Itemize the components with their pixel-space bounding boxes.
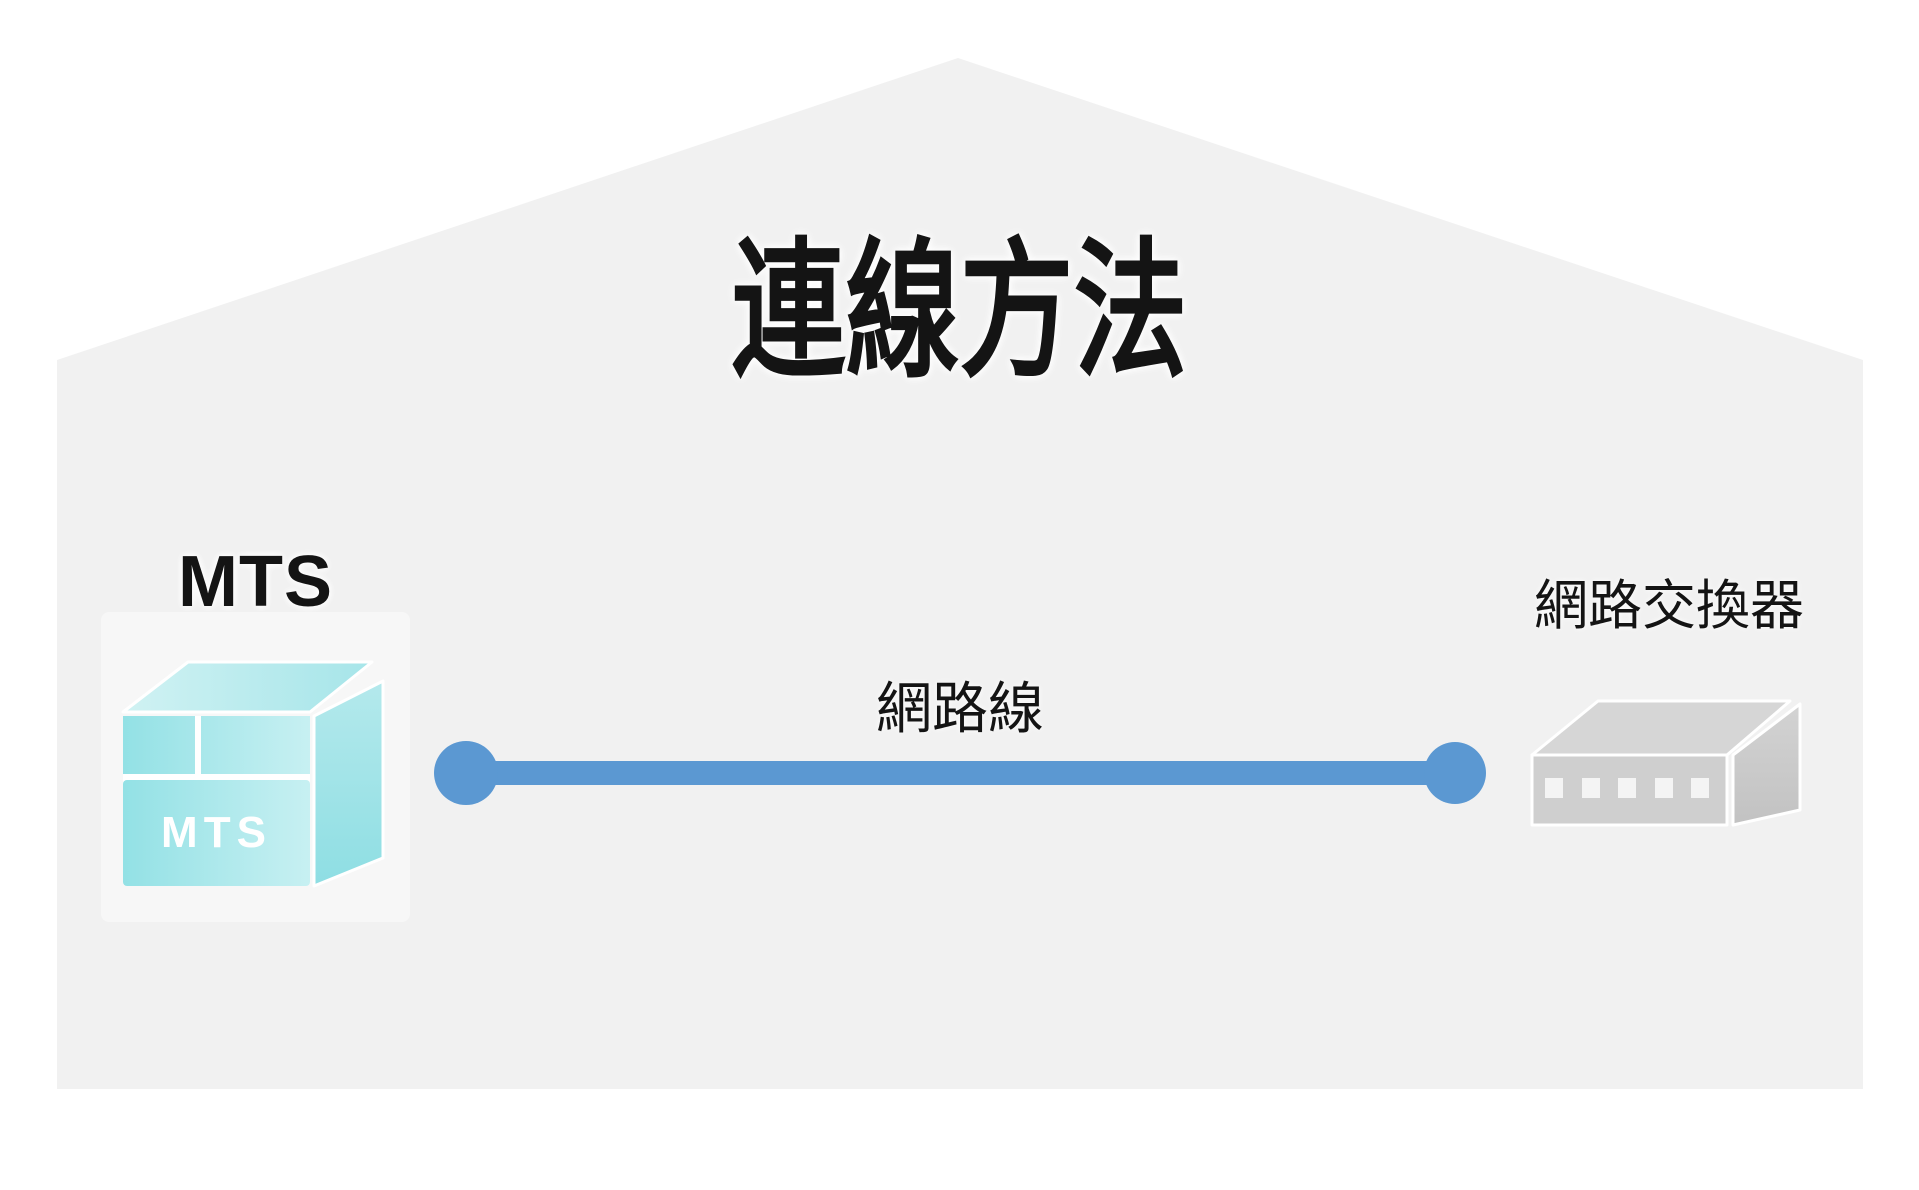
cable-endpoint-right-dot [1424, 742, 1486, 804]
cube-front-panel-bottom [123, 780, 310, 886]
cable-line [462, 761, 1459, 785]
diagram-title: 連線方法 [731, 227, 1188, 395]
switch-side-face [1731, 702, 1802, 827]
cube-front-panel-left [123, 716, 195, 774]
mts-cube-logo-text: MTS [161, 808, 272, 857]
cable-endpoint-left-dot [434, 741, 498, 805]
switch-port [1618, 778, 1636, 798]
house-background-shape [57, 58, 1863, 1089]
switch-ports [1545, 778, 1709, 798]
mts-cube-icon [121, 660, 385, 888]
switch-port [1655, 778, 1673, 798]
network-cable-line [434, 741, 1486, 805]
network-cable-label: 網路線 [876, 679, 1044, 741]
network-switch-icon [1530, 699, 1802, 827]
network-switch-label: 網路交換器 [1534, 576, 1804, 636]
switch-port [1691, 778, 1709, 798]
cube-front-panel-right [201, 716, 310, 774]
switch-port [1545, 778, 1563, 798]
mts-device-label: MTS [178, 542, 333, 622]
cube-top-face [121, 660, 374, 714]
switch-port [1582, 778, 1600, 798]
cube-side-face [312, 679, 385, 888]
